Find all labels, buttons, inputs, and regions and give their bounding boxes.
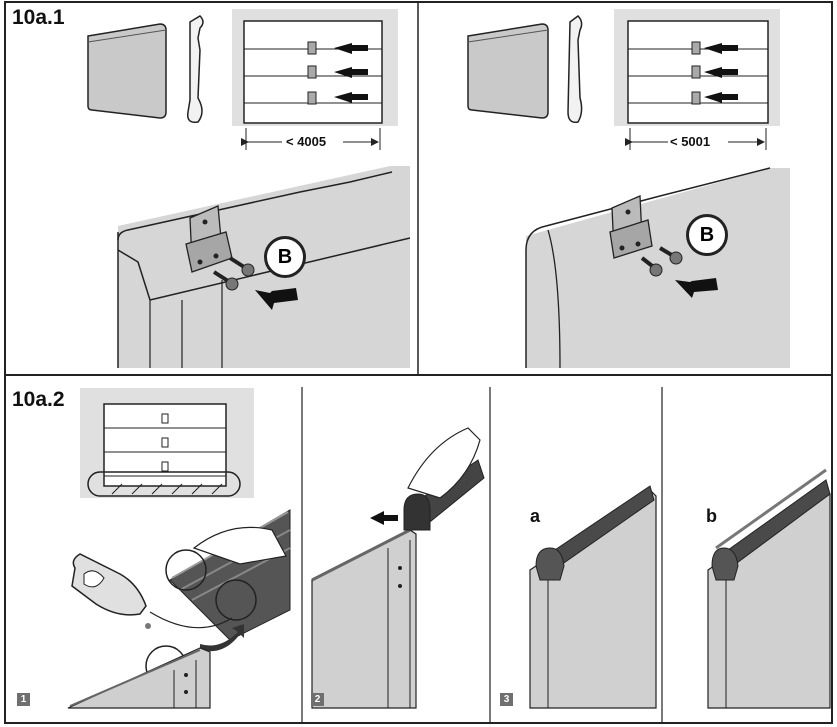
step-badge-3: 3: [500, 693, 513, 706]
seal-insertion-illustration: [311, 427, 485, 709]
callout-b-left: B: [264, 236, 306, 278]
seal-installed-a: [529, 485, 657, 709]
hinge-detail-right: [525, 167, 790, 369]
section-label-bottom: 10a.2: [12, 388, 65, 411]
section-label-top: 10a.1: [12, 6, 65, 29]
hinge-detail-left: [117, 166, 411, 368]
callout-b-right: B: [686, 214, 728, 256]
door-diagram-right: [614, 9, 780, 150]
dimension-label-left: < 4005: [284, 134, 329, 149]
seal-installed-b: [707, 468, 831, 709]
step-badge-1: 1: [17, 693, 30, 706]
variant-label-b: b: [706, 506, 717, 526]
panel-profile-right: [467, 15, 583, 124]
door-diagram-left: [232, 9, 398, 150]
seal-lubrication-illustration: [67, 509, 291, 709]
panel-profile-left: [87, 15, 204, 124]
step-badge-2: 2: [311, 693, 324, 706]
dimension-label-right: < 5001: [668, 134, 713, 149]
variant-label-a: a: [530, 506, 541, 526]
bottom-door-diagram: [80, 388, 254, 498]
